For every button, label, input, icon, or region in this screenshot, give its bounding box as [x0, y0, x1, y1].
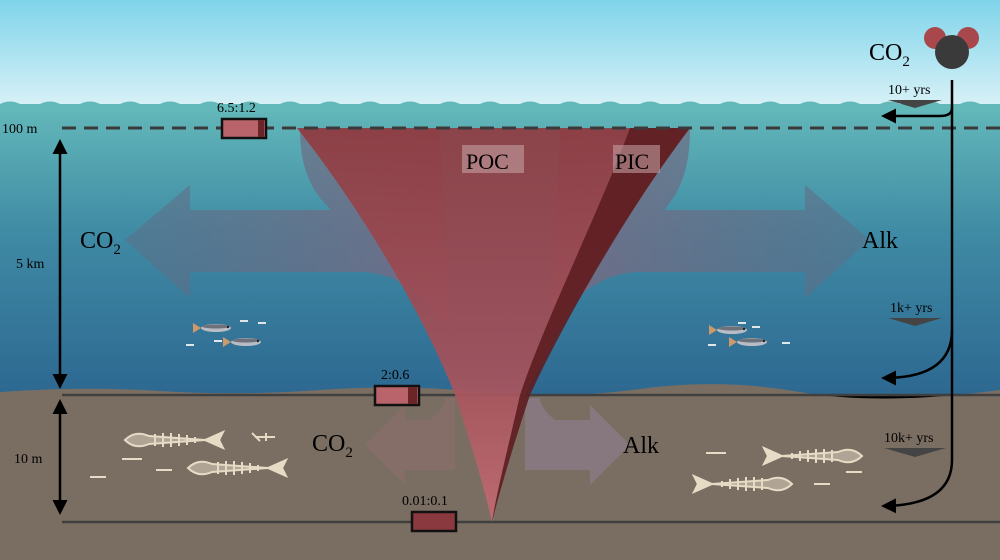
timescale-sediment-label: 10k+ yrs	[884, 431, 934, 446]
alk-sediment-label: Alk	[623, 433, 659, 459]
alk-ocean-label: Alk	[862, 228, 898, 254]
timescale-surface-label: 10+ yrs	[888, 83, 931, 98]
depth-10m-label: 10 m	[14, 452, 43, 467]
timescale-surface-wedge	[888, 100, 942, 108]
co2-sediment-arrow	[365, 398, 455, 485]
co2-atmosphere-label: CO2	[869, 40, 910, 70]
ocean-surface-waves	[0, 101, 1000, 112]
poc-label-bg	[462, 145, 524, 173]
ratio-seafloor-label: 2:0.6	[381, 368, 409, 383]
timescale-deep-wedge	[888, 318, 942, 326]
depth-100m-label: 100 m	[2, 122, 38, 137]
fish-school-right	[708, 322, 790, 347]
depth-5km-label: 5 km	[16, 257, 45, 272]
alk-sediment-arrow	[525, 398, 630, 485]
pic-label-bg	[613, 145, 660, 173]
ratio-sediment-label: 0.01:0.1	[402, 494, 448, 509]
pic-label: PIC	[615, 149, 649, 174]
fish-skeletons-right	[691, 445, 864, 495]
fish-skeletons-left	[90, 429, 289, 479]
co2-ocean-label: CO2	[80, 228, 121, 258]
timescale-deep-label: 1k+ yrs	[890, 301, 933, 316]
ratio-box-sediment	[410, 510, 458, 533]
timescale-sediment-arrow	[881, 330, 954, 514]
co2-sediment-label: CO2	[312, 431, 353, 461]
fish-school-left	[186, 320, 266, 347]
timescale-sediment-wedge	[884, 448, 946, 457]
ratio-box-seafloor	[373, 384, 421, 407]
ratio-box-surface	[220, 117, 268, 140]
poc-label: POC	[466, 149, 509, 174]
sky	[0, 0, 1000, 106]
co2-molecule-icon	[924, 27, 979, 69]
ratio-surface-label: 6.5:1.2	[217, 101, 256, 116]
